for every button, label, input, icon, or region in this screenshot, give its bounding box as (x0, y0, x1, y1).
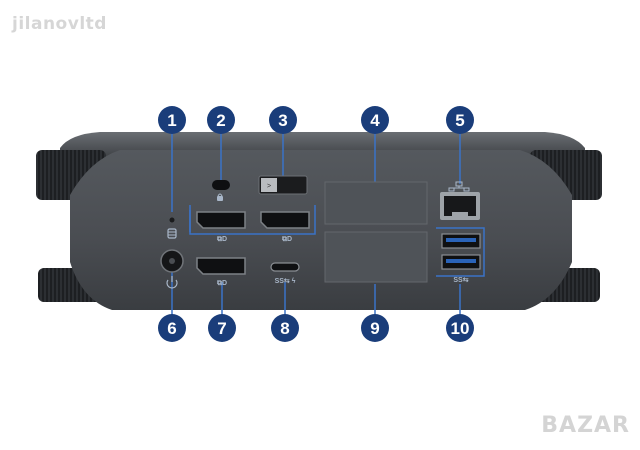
displayport-top-right: ⧉D (260, 211, 310, 243)
expansion-slot-top (324, 181, 428, 225)
displayport-icon: ⧉D (282, 236, 292, 243)
callout-1: 1 (158, 106, 186, 134)
svg-text:1: 1 (167, 111, 176, 130)
callout-3: 3 (269, 106, 297, 134)
network-icon (448, 181, 470, 192)
svg-text:10: 10 (451, 319, 470, 338)
callout-9: 9 (361, 314, 389, 342)
callout-4: 4 (361, 106, 389, 134)
svg-text:9: 9 (370, 319, 379, 338)
rj45-ethernet (440, 181, 480, 220)
svg-text:2: 2 (216, 111, 225, 130)
svg-text:8: 8 (280, 319, 289, 338)
watermark-top-left: jilanovltd (12, 14, 107, 34)
svg-text:6: 6 (167, 319, 176, 338)
usb-a-bottom (441, 254, 481, 270)
usb-a-top (441, 233, 481, 249)
expansion-slot-bottom (324, 231, 428, 283)
svg-text:7: 7 (217, 319, 226, 338)
security-lock-slot (212, 180, 230, 201)
svg-text:3: 3 (278, 111, 287, 130)
chassis-lock: > (258, 175, 308, 195)
displayport-bottom: ⧉D (196, 257, 246, 287)
usb-thunderbolt-icon: SS⇆ ϟ (275, 277, 296, 285)
svg-text:4: 4 (370, 111, 380, 130)
hdd-activity-led (167, 217, 177, 239)
callout-8: 8 (271, 314, 299, 342)
power-connector (160, 249, 184, 289)
usb-c-thunderbolt: SS⇆ ϟ (270, 262, 300, 285)
callout-5: 5 (446, 106, 474, 134)
displayport-icon: ⧉D (217, 280, 227, 287)
displayport-top-left: ⧉D (196, 211, 246, 243)
watermark-bottom-right: BAZAR (541, 413, 630, 438)
svg-text:5: 5 (455, 111, 464, 130)
chassis-back-panel (70, 150, 572, 310)
callout-7: 7 (208, 314, 236, 342)
power-icon (166, 276, 178, 289)
displayport-icon: ⧉D (217, 236, 227, 243)
svg-text:>: > (267, 183, 271, 190)
callout-10: 10 (446, 314, 474, 342)
callout-6: 6 (158, 314, 186, 342)
callout-2: 2 (207, 106, 235, 134)
usb-superspeed-icon: SS⇆ (453, 276, 468, 284)
